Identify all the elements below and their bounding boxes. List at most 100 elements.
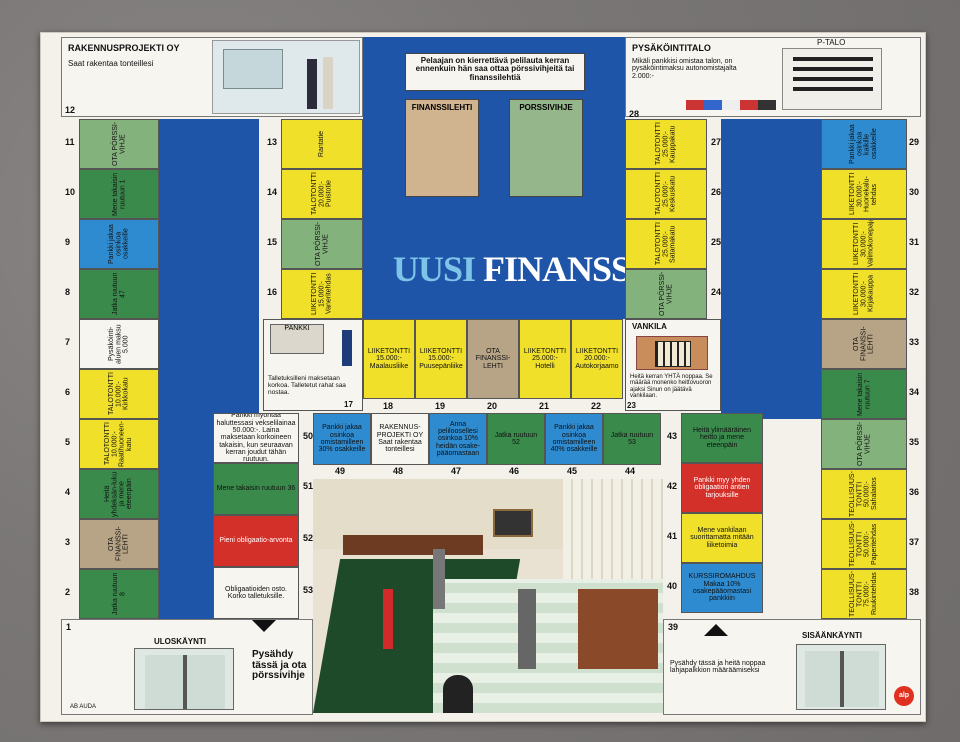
- square-33[interactable]: OTA FINANSSI-LEHTI: [821, 319, 907, 369]
- square-40[interactable]: KURSSIROMAHDUS Makaa 10% osakepääomastas…: [681, 563, 763, 613]
- cars-illustration: [686, 100, 776, 110]
- square-label: TEOLLISUUS-TONTTI 50.000:- Paperitehdas: [849, 521, 879, 567]
- square-number: 46: [509, 466, 520, 476]
- square-number: 30: [909, 187, 920, 197]
- architect-illustration: [212, 40, 360, 114]
- square-number: 25: [711, 237, 722, 247]
- bank-sign-label: PANKKI: [284, 325, 310, 332]
- square-23-vankila[interactable]: VANKILA Heitä kerran YHTÄ noppaa. Se mää…: [625, 319, 721, 411]
- square-29[interactable]: Pankki jakaa osinkoa kaikille osakkeille: [821, 119, 907, 169]
- prison-window-illustration: [636, 336, 708, 370]
- square-51[interactable]: Mene takaisin ruutuun 36: [213, 463, 299, 515]
- square-20[interactable]: OTA FINANSSI-LEHTI: [467, 319, 519, 399]
- square-label: LIIKETONTTI 15.000:- Vaneritehdas: [310, 272, 333, 316]
- entry-door-illustration: [796, 644, 886, 710]
- square-53[interactable]: Obligaatioiden osto. Korko talletuksille…: [213, 567, 299, 619]
- square-14[interactable]: TALOTONTTI 20.000:- Puistotie: [281, 169, 363, 219]
- square-label: KURSSIROMAHDUS Makaa 10% osakepääomastas…: [688, 573, 756, 603]
- square-17-bank[interactable]: PANKKI Talletuksilleni maksetaan korkoa.…: [263, 319, 363, 411]
- square-43[interactable]: Heitä ylimääräinen heitto ja mene eteenp…: [681, 413, 763, 463]
- square-50[interactable]: Pankki myöntää haluttessasi vekselilaina…: [213, 413, 299, 463]
- square-21[interactable]: LIIKETONTTI 25.000:- Hotelli: [519, 319, 571, 399]
- square-31[interactable]: LIIKETONTTI 30.000:- Valimokonepaja: [821, 219, 907, 269]
- square-6[interactable]: TALOTONTTI 10.000:- Kirkkokatu: [79, 369, 159, 419]
- blue-path-right: [721, 119, 821, 419]
- porssivihje-card-slot[interactable]: PORSSIVIHJE: [509, 99, 583, 197]
- square-26[interactable]: TALOTONTTI 25.000:- Keskuskatu: [625, 169, 707, 219]
- square-22[interactable]: LIIKETONTTI 20.000:- Autokorjaamo: [571, 319, 623, 399]
- square-number: 16: [267, 287, 278, 297]
- square-5[interactable]: TALOTONTTI 10.000:- Raatihuoneen-katu: [79, 419, 159, 469]
- square-number: 13: [267, 137, 278, 147]
- square-label: Pankki jakaa osinkoa omistamilleen 40% o…: [550, 424, 598, 454]
- square-49[interactable]: Pankki jakaa osinkoa omistamilleen 30% o…: [313, 413, 371, 465]
- corner-number-12: 12: [65, 105, 76, 115]
- square-number: 4: [65, 487, 71, 497]
- square-42[interactable]: Pankki myy yhden obligaation antien tarj…: [681, 463, 763, 513]
- square-number: 48: [393, 466, 404, 476]
- square-34[interactable]: Mene takaisin ruutuun 7: [821, 369, 907, 419]
- square-7[interactable]: Pysäköinti-aluen maksu 5.000: [79, 319, 159, 369]
- square-label: Rantatie: [318, 130, 326, 158]
- square-47[interactable]: Anna peliloosellesi osinkoa 10% heidän o…: [429, 413, 487, 465]
- square-18[interactable]: LIIKETONTTI 15.000:- Maalausliike: [363, 319, 415, 399]
- square-2[interactable]: Jatka ruutuun 8: [79, 569, 159, 619]
- square-label: LIIKETONTTI 15.000:- Puusepänliike: [419, 347, 463, 370]
- finanssilehti-card-slot[interactable]: FINANSSILEHTI: [405, 99, 479, 197]
- square-19[interactable]: LIIKETONTTI 15.000:- Puusepänliike: [415, 319, 467, 399]
- square-number: 2: [65, 587, 71, 597]
- customer-figure-lady: [383, 589, 393, 649]
- customer-figure-walking: [433, 549, 445, 609]
- square-10[interactable]: Mene takaisin ruutuun 1: [79, 169, 159, 219]
- game-title-part1: UUSI: [393, 249, 476, 289]
- vankila-title: VANKILA: [632, 322, 667, 331]
- square-label: RAKENNUS-PROJEKTI OY Saat rakentaa tonte…: [376, 424, 424, 454]
- square-number: 52: [303, 533, 314, 543]
- square-4[interactable]: Heitä yhdeksän-luku ja mene eteenpäin: [79, 469, 159, 519]
- square-48[interactable]: RAKENNUS-PROJEKTI OY Saat rakentaa tonte…: [371, 413, 429, 465]
- square-11[interactable]: OTA PÖRSSI-VIHJE: [79, 119, 159, 169]
- square-label: Heitä ylimääräinen heitto ja mene eteenp…: [693, 426, 751, 449]
- square-44[interactable]: Jatka ruutuun 53: [603, 413, 661, 465]
- customer-figure-man: [518, 589, 536, 669]
- bank-man-figure: [342, 330, 352, 366]
- square-52[interactable]: Pieni obligaatio-arvonta: [213, 515, 299, 567]
- square-number: 37: [909, 537, 920, 547]
- square-37[interactable]: TEOLLISUUS-TONTTI 50.000:- Paperitehdas: [821, 519, 907, 569]
- square-13[interactable]: Rantatie: [281, 119, 363, 169]
- entry-arrow-up-icon: [704, 624, 728, 636]
- square-32[interactable]: LIIKETONTTI 30.000:- Kirjakauppa: [821, 269, 907, 319]
- square-36[interactable]: TEOLLISUUS-TONTTI 50.000:- Sahalaitos: [821, 469, 907, 519]
- square-3[interactable]: OTA FINANSSI-LEHTI: [79, 519, 159, 569]
- square-number: 27: [711, 137, 722, 147]
- corner-number-1: 1: [66, 622, 72, 632]
- square-16[interactable]: LIIKETONTTI 15.000:- Vaneritehdas: [281, 269, 363, 319]
- square-38[interactable]: TEOLLISUUS-TONTTI 75.000:- Ruukintehdas: [821, 569, 907, 619]
- square-30[interactable]: LIIKETONTTI 30.000:- Huonekalu-tehdas: [821, 169, 907, 219]
- square-number: 5: [65, 437, 71, 447]
- square-45[interactable]: Pankki jakaa osinkoa omistamilleen 40% o…: [545, 413, 603, 465]
- square-number: 51: [303, 481, 314, 491]
- exit-arrow-down-icon: [252, 620, 276, 632]
- square-number: 11: [65, 137, 75, 147]
- square-9[interactable]: Pankki jakaa osinkoa osakkeille: [79, 219, 159, 269]
- square-15[interactable]: OTA PÖRSSI-VIHJE: [281, 219, 363, 269]
- square-number: 8: [65, 287, 71, 297]
- square-24[interactable]: OTA PÖRSSI-VIHJE: [625, 269, 707, 319]
- square-35[interactable]: OTA PÖRSSI-VIHJE: [821, 419, 907, 469]
- square-46[interactable]: Jatka ruutuun 52: [487, 413, 545, 465]
- square-label: OTA FINANSSI-LEHTI: [475, 347, 511, 370]
- square-number: 15: [267, 237, 278, 247]
- game-title: UUSI FINANSSI: [393, 248, 644, 290]
- square-8[interactable]: Jatka ruutuun 47: [79, 269, 159, 319]
- square-label: Obligaatioiden osto. Korko talletuksille…: [225, 585, 287, 600]
- square-label: TALOTONTTI 25.000:- Keskuskatu: [654, 172, 677, 216]
- square-label: Pankki myöntää haluttessasi vekselilaina…: [216, 413, 296, 463]
- square-27[interactable]: TALOTONTTI 25.000:- Kauppakatu: [625, 119, 707, 169]
- square-25[interactable]: TALOTONTTI 25.000:- Satamakatu: [625, 219, 707, 269]
- bank-hall-illustration: [313, 479, 663, 713]
- square-41[interactable]: Mene vankilaan suorittamatta mitään liik…: [681, 513, 763, 563]
- square-number: 47: [451, 466, 462, 476]
- square-label: Heitä yhdeksän-luku ja mene eteenpäin: [104, 471, 134, 517]
- square-label: Pankki jakaa osinkoa kaikille osakkeille: [849, 124, 879, 164]
